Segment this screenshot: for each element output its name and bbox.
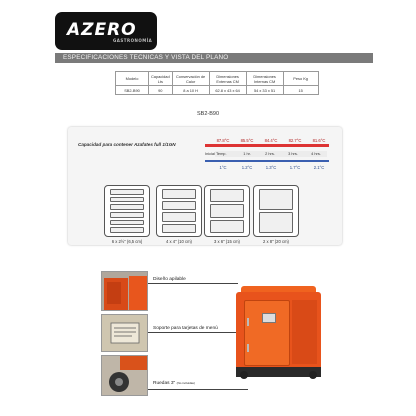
wheels-photo — [101, 355, 148, 396]
tray — [162, 189, 196, 199]
rack-label: 6 x 2½" (6,5 cm) — [111, 239, 143, 244]
menu-card-slot — [262, 313, 276, 323]
product-side-panel — [292, 300, 317, 364]
temp-top-label: 85.5°C — [240, 138, 254, 143]
wheels-note: (No incluidas) — [176, 381, 195, 385]
cold-temp-bar — [205, 160, 329, 162]
spec-cell: SB2-B90 — [115, 85, 149, 95]
tray — [110, 189, 144, 195]
spec-cell: 54 x 33 x 51 — [245, 85, 284, 95]
wheel-icon — [309, 371, 317, 379]
temp-bottom-label: 1.7°C — [289, 165, 301, 170]
spec-header-row: Modelo Capacidad Lts Conservación de Cal… — [115, 71, 319, 86]
spec-header-cell: Capacidad Lts — [148, 71, 173, 86]
leader-line — [148, 389, 248, 390]
tray — [259, 189, 293, 210]
rack-label: 2 x 8" (20 cm) — [263, 239, 289, 244]
hours-row — [215, 151, 327, 157]
brand-logo: AZERO GASTRONOMÍA — [55, 12, 157, 50]
spec-header-cell: Peso Kg — [282, 71, 319, 86]
wheel-illustration — [102, 356, 147, 395]
rack-label: 3 x 6" (15 cm) — [214, 239, 240, 244]
tray — [110, 196, 144, 203]
hot-temp-bar — [205, 144, 329, 147]
door-latch-icon[interactable] — [247, 318, 249, 326]
temp-top-label: 84.4°C — [264, 138, 278, 143]
stackable-photo — [101, 271, 148, 311]
feature-stackable-label: Diseño apilable — [153, 277, 186, 282]
temp-top-label: 87.8°C — [216, 138, 230, 143]
spec-cell: 90 — [148, 85, 173, 95]
temp-bottom-label: 1.2°C — [241, 165, 253, 170]
logo-tagline: GASTRONOMÍA — [113, 38, 153, 43]
product-door[interactable] — [244, 300, 290, 366]
spec-cell: 62.8 x 43 x 64 — [208, 85, 247, 95]
temp-bottom-label: 1°C — [219, 165, 227, 170]
temp-bottom-label: 2.1°C — [313, 165, 325, 170]
temp-bottom-label: 1.3°C — [265, 165, 277, 170]
spec-table: Modelo Capacidad Lts Conservación de Cal… — [115, 71, 319, 95]
product-lid — [241, 286, 316, 296]
tray — [259, 212, 293, 233]
hour-label: 1 hr. — [243, 151, 251, 156]
spec-header-cell: Modelo — [115, 71, 149, 86]
tray — [110, 219, 144, 226]
logo-brand-text: AZERO — [67, 20, 137, 40]
spec-header-cell: Conservación de Calor — [171, 71, 210, 86]
feature-wheels-label: Ruedas 3" (No incluidas) — [153, 381, 195, 386]
tray — [162, 223, 196, 233]
spec-header-cell: Dimensiones Internas CM — [245, 71, 284, 86]
rack-4-trays — [156, 185, 202, 237]
door-latch-icon[interactable] — [247, 344, 249, 352]
rack-3-trays — [204, 185, 250, 237]
tray — [210, 204, 244, 218]
leader-line — [148, 332, 240, 333]
tray — [110, 227, 144, 233]
tray — [110, 212, 144, 218]
rack-2-trays — [253, 185, 299, 237]
initial-temp-label: Inicial Temp. — [205, 151, 227, 156]
tray — [210, 189, 244, 203]
spec-data-row: SB2-B90 90 8 a 10 H 62.8 x 43 x 64 54 x … — [115, 85, 319, 95]
leader-line — [148, 283, 238, 284]
section-banner: ESPECIFICACIONES TECNICAS Y VISTA DEL PL… — [55, 53, 373, 63]
hour-label: 3 hrs. — [288, 151, 298, 156]
card-holder-photo — [101, 314, 148, 352]
rack-label: 4 x 4" (10 cm) — [166, 239, 192, 244]
tray — [110, 204, 144, 210]
wheels-text: Ruedas 3" — [153, 381, 176, 386]
rack-6-trays — [104, 185, 150, 237]
temp-top-label: 82.7°C — [288, 138, 302, 143]
card-holder-illustration — [102, 315, 147, 351]
tray — [210, 219, 244, 233]
capacity-title: Capacidad para contener Azafates full 1/… — [78, 142, 176, 147]
wheel-icon — [240, 371, 248, 379]
tray — [162, 200, 196, 210]
temp-top-label: 81.6°C — [312, 138, 326, 143]
spec-cell: 8 a 10 H — [171, 85, 210, 95]
tray — [162, 212, 196, 222]
product-base — [236, 367, 321, 377]
feature-card-holder-label: Soporte para tarjetas de menú — [153, 326, 218, 331]
spec-cell: 15 — [282, 85, 319, 95]
stackable-illustration — [104, 276, 147, 310]
spec-header-cell: Dimensiones Externas CM — [208, 71, 247, 86]
hour-label: 4 hrs. — [311, 151, 321, 156]
hour-label: 2 hrs. — [265, 151, 275, 156]
model-title: SB2-B90 — [196, 111, 219, 117]
